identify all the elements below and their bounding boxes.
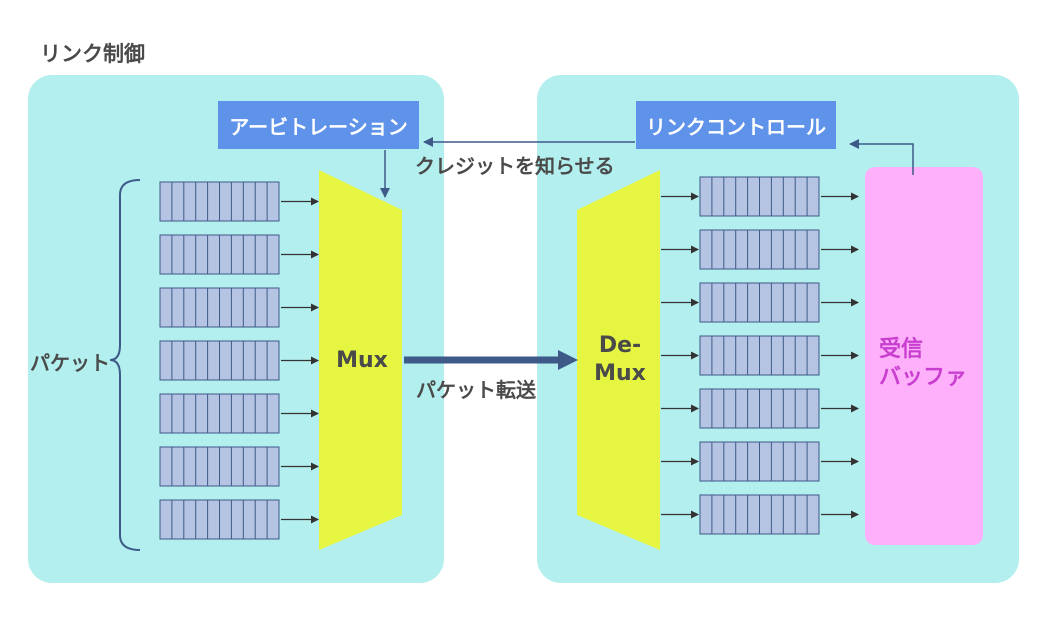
buffer-label: 受信 バッファ	[879, 336, 967, 392]
sender-queue	[159, 340, 280, 381]
mux-shape	[319, 170, 402, 550]
buffer-to-control-arrow	[849, 139, 914, 175]
sender-queue	[159, 287, 280, 328]
demux-label: De- Mux	[585, 332, 655, 388]
sender-queue	[159, 393, 280, 434]
packets-label: パケット	[30, 351, 110, 375]
transfer-label: パケット転送	[416, 378, 536, 402]
sender-queue	[159, 499, 280, 540]
packets-brace	[109, 179, 141, 551]
credit-label: クレジットを知らせる	[415, 154, 615, 178]
arbitration-box: アービトレーション	[218, 101, 419, 149]
receiver-queue	[699, 494, 820, 535]
sender-queue	[159, 446, 280, 487]
receiver-queue	[699, 388, 820, 429]
demux-label-line2: Mux	[594, 361, 646, 386]
receive-buffer	[865, 167, 983, 545]
link-control-box: リンクコントロール	[636, 101, 836, 149]
sender-queues	[159, 181, 319, 540]
receiver-queue	[699, 282, 820, 323]
sender-queue	[159, 234, 280, 275]
diagram-title: リンク制御	[40, 42, 145, 66]
receiver-queues	[661, 176, 859, 535]
buffer-label-line2: バッファ	[879, 365, 968, 390]
mux-label: Mux	[336, 348, 388, 373]
demux-shape	[577, 170, 660, 550]
transfer-arrowhead	[558, 350, 578, 370]
receiver-queue	[699, 229, 820, 270]
buffer-label-line1: 受信	[879, 337, 924, 362]
receiver-queue	[699, 441, 820, 482]
sender-queue	[159, 181, 280, 222]
link-control-label: リンクコントロール	[646, 114, 826, 139]
receiver-queue	[699, 176, 820, 217]
arbitration-label: アービトレーション	[229, 114, 408, 139]
receiver-queue	[699, 335, 820, 376]
demux-label-line1: De-	[598, 333, 642, 358]
